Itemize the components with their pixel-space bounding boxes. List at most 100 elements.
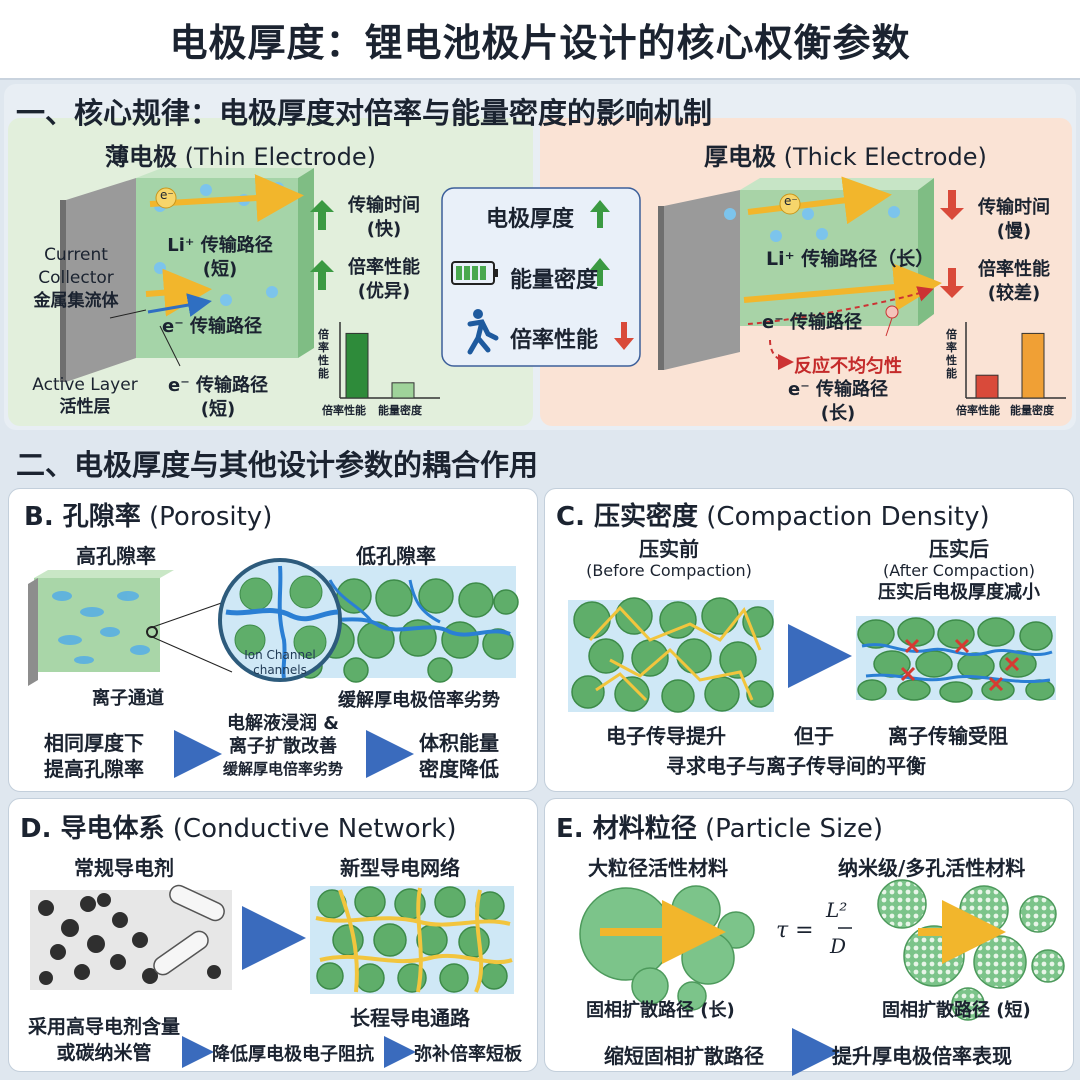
conductive-title: D. 导电体系 (20, 814, 165, 844)
balance-label: 寻求电子与离子传导间的平衡 (666, 754, 926, 778)
high-porosity-label: 高孔隙率 (76, 544, 156, 568)
compaction-title: C. 压实密度 (556, 502, 699, 532)
carbon-nanotube-icon (153, 884, 225, 976)
porosity-flow-3b: 密度降低 (419, 757, 499, 781)
path-long-label: 固相扩散路径 (长) (586, 1000, 735, 1021)
but-label: 但于 (794, 724, 834, 748)
particle-title-en: (Particle Size) (704, 814, 883, 844)
thick-electron-arrow (747, 176, 892, 225)
porosity-flow-3a: 体积能量 (419, 731, 499, 755)
ion-blocked-label: 离子传输受阻 (888, 724, 1008, 748)
thin-title-en: (Thin Electrode) (184, 143, 376, 171)
thick-li-path: Li⁺ 传输路径（长） (766, 248, 935, 270)
before-compaction-label: 压实前 (Before Compaction) (564, 538, 774, 582)
porosity-flow-1: 相同厚度下 提高孔隙率 (24, 730, 164, 782)
thick-e-path: e⁻ 传输路径 (762, 312, 862, 333)
after-compaction-en: (After Compaction) (883, 561, 1035, 580)
thin-title-row: 薄电极 (Thin Electrode) (105, 137, 376, 172)
ion-channel-2: channels (253, 663, 307, 677)
after-compaction: 压实后 (929, 537, 989, 561)
thick-e-path-long: e⁻ 传输路径 (长) (776, 378, 900, 426)
thin-rate-label: 倍率性能 (优异) (338, 256, 430, 304)
thin-time-label: 传输时间 (快) (338, 194, 430, 242)
thin-chart-ylabel: 倍率性能 (318, 328, 329, 380)
thick-electron-label: e⁻ (784, 194, 798, 208)
current-collector-en1: Current (44, 245, 108, 265)
current-collector-label: Current Collector 金属集流体 (16, 244, 136, 313)
thin-li-path: Li⁺ 传输路径 (短) (160, 234, 280, 282)
thick-chart-cat2: 能量密度 (1010, 404, 1054, 417)
energy-up-arrow (590, 258, 610, 286)
running-person-icon (467, 309, 499, 355)
thick-title: 厚电极 (704, 143, 776, 171)
formula-denominator: D (830, 934, 847, 958)
bar-能量密度 (1021, 332, 1045, 399)
formula-numerator: L² (826, 898, 848, 922)
ion-channel-label: Ion Channel channels (236, 648, 324, 678)
battery-icon (451, 261, 498, 285)
conventional-label: 常规导电剂 (74, 856, 174, 880)
thick-down-arrows (940, 190, 964, 298)
porosity-flow-3: 体积能量 密度降低 (404, 730, 514, 782)
compaction-title-en: (Compaction Density) (706, 502, 990, 532)
thin-e-path-short-1: e⁻ 传输路径 (168, 375, 268, 396)
thin-li-path-2: (短) (202, 259, 238, 280)
rate-down-arrow (614, 322, 634, 350)
thin-chart-bars (345, 332, 415, 399)
porosity-mitigate-label: 缓解厚电极倍率劣势 (338, 690, 500, 711)
particle-title-row: E. 材料粒径 (Particle Size) (556, 808, 883, 845)
thick-chart-ylabel: 倍率性能 (946, 328, 957, 380)
thick-chart-bars (975, 332, 1045, 399)
nano-particle-label: 纳米级/多孔活性材料 (838, 856, 1026, 880)
conductive-flow-1: 采用高导电剂含量 或碳纳米管 (16, 1014, 192, 1066)
active-layer-en: Active Layer (32, 375, 138, 395)
low-porosity-label: 低孔隙率 (356, 544, 436, 568)
thick-title-en: (Thick Electrode) (783, 143, 987, 171)
thin-time-label-1: 传输时间 (348, 195, 420, 216)
conductive-flow-3: 弥补倍率短板 (414, 1044, 522, 1065)
after-compaction-note: 压实后电极厚度减小 (878, 582, 1040, 603)
blocked-marks (900, 638, 1020, 692)
ion-dot (266, 286, 278, 298)
current-collector-zh: 金属集流体 (33, 291, 119, 311)
bar-能量密度 (391, 382, 415, 399)
thin-up-arrows (310, 200, 334, 290)
nonuniform-label: 反应不均匀性 (794, 356, 902, 377)
center-energy: 能量密度 (510, 268, 599, 293)
thick-title-row: 厚电极 (Thick Electrode) (704, 137, 987, 172)
thin-time-label-2: (快) (366, 219, 402, 240)
section2-heading: 二、电极厚度与其他设计参数的耦合作用 (16, 448, 539, 482)
novel-network-label: 新型导电网络 (340, 856, 460, 880)
active-layer-zh: 活性层 (59, 397, 111, 417)
page-title: 电极厚度：锂电池极片设计的核心权衡参数 (169, 21, 911, 65)
thick-time-label: 传输时间 (慢) (968, 196, 1060, 244)
active-layer-label: Active Layer 活性层 (22, 374, 148, 418)
electron-icon (155, 187, 177, 209)
thin-rate-label-1: 倍率性能 (348, 257, 420, 278)
conductive-flow-1b: 或碳纳米管 (56, 1042, 152, 1064)
bar-倍率性能 (345, 332, 369, 399)
porosity-title-en: (Porosity) (149, 502, 273, 532)
thick-current-collector (664, 190, 740, 370)
formula-lhs: τ = (776, 918, 814, 943)
conductive-title-row: D. 导电体系 (Conductive Network) (20, 808, 457, 845)
thin-e-path-short-2: (短) (200, 399, 236, 420)
ion-path-label: 离子通道 (92, 688, 164, 709)
porosity-flow-2b: 离子扩散改善 (229, 736, 337, 757)
large-particle-label: 大粒径活性材料 (588, 856, 728, 880)
compaction-title-row: C. 压实密度 (Compaction Density) (556, 496, 990, 533)
thin-li-path-1: Li⁺ 传输路径 (167, 235, 273, 256)
center-box (441, 187, 641, 367)
thin-chart-cat1: 倍率性能 (322, 404, 366, 417)
path-short-label: 固相扩散路径 (短) (882, 1000, 1031, 1021)
before-compaction: 压实前 (639, 537, 699, 561)
thin-rate-label-2: (优异) (357, 281, 411, 302)
porosity-title-row: B. 孔隙率 (Porosity) (24, 496, 272, 533)
porosity-flow-2a: 电解液浸润 & (227, 713, 339, 734)
conductive-flow-1a: 采用高导电剂含量 (27, 1016, 180, 1038)
